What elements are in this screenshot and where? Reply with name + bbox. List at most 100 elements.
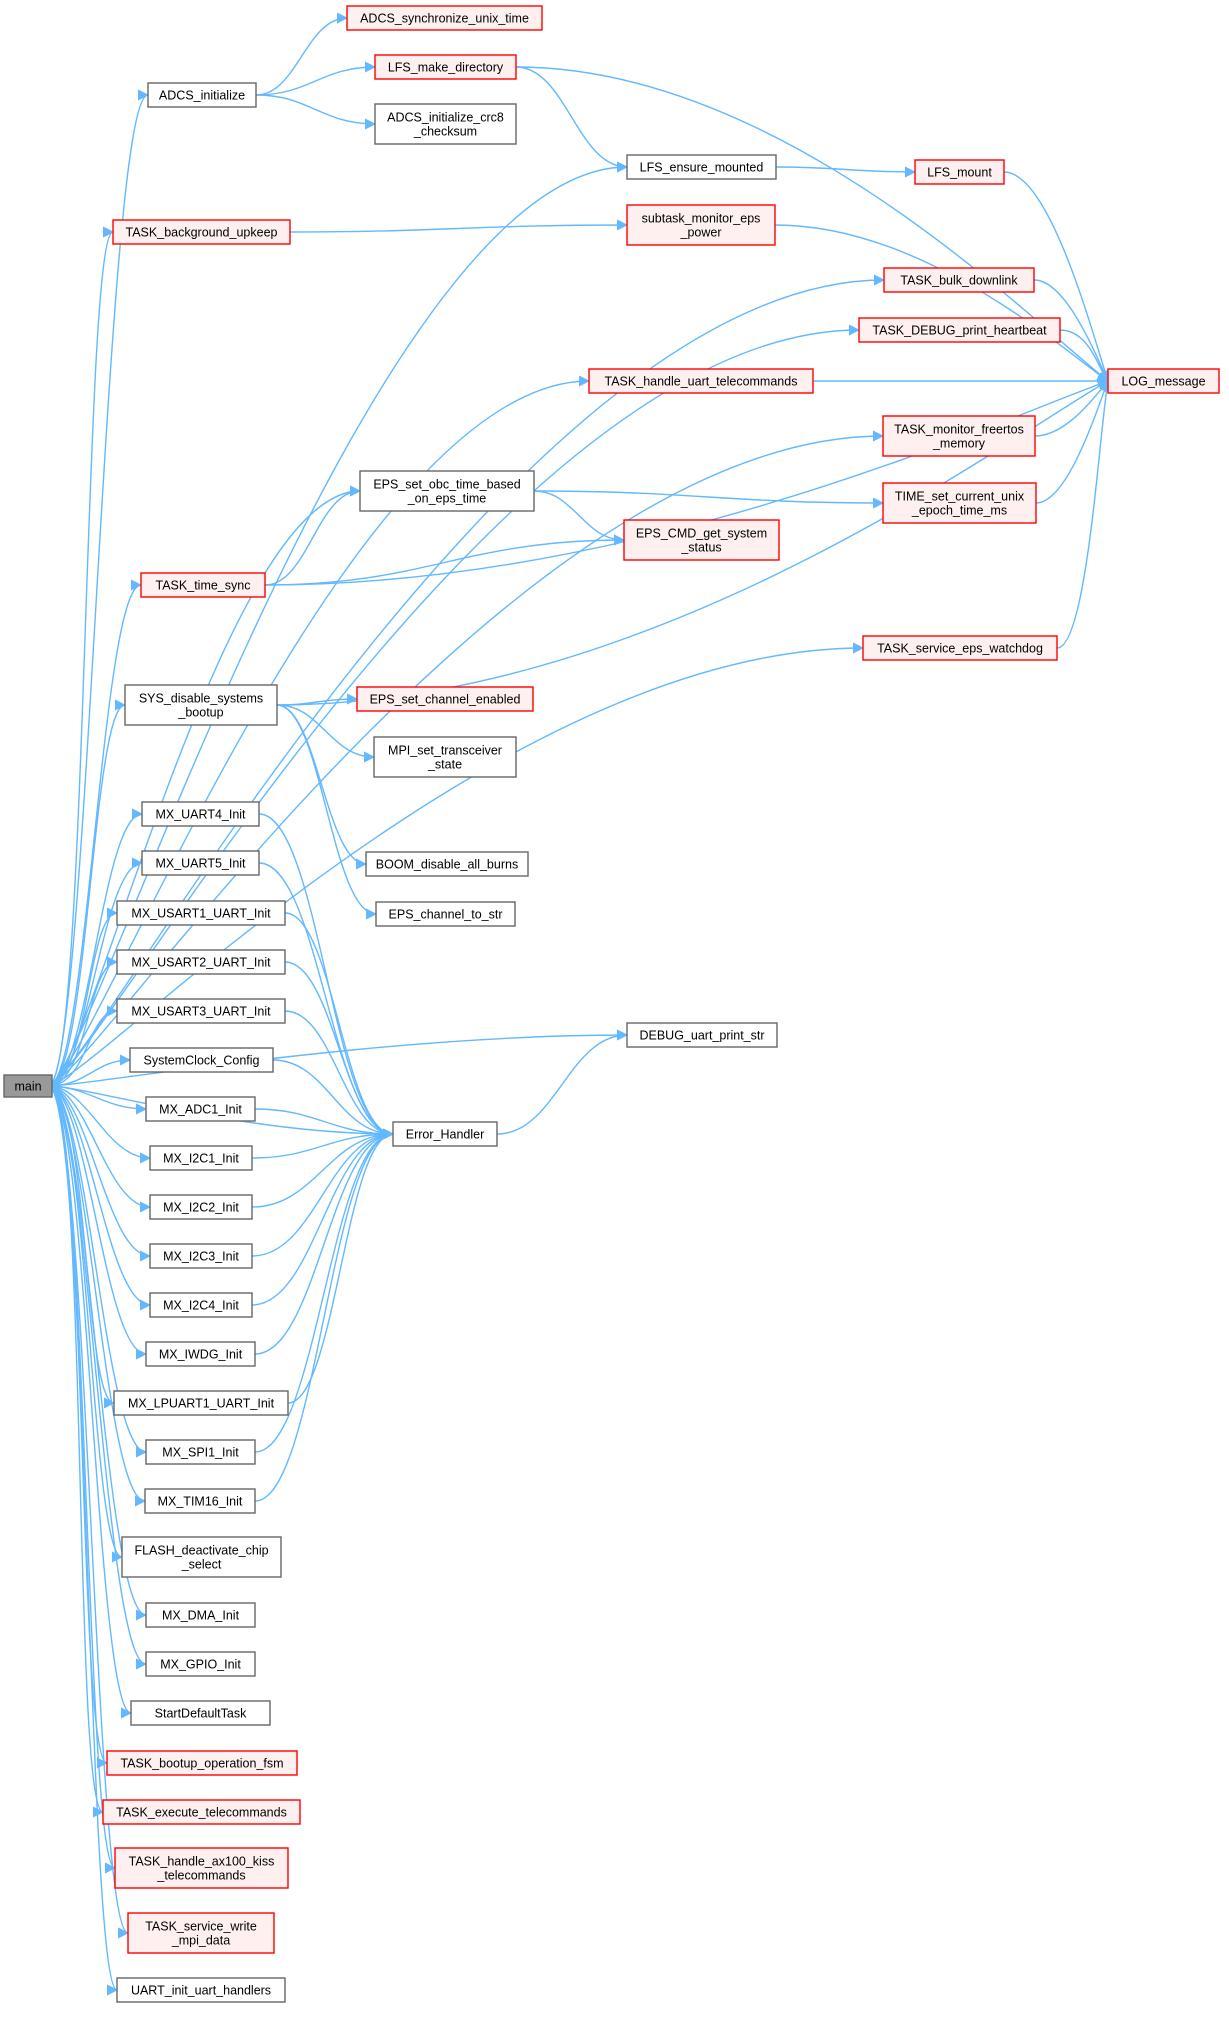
edge-main-to-iwdg <box>47 1085 148 1360</box>
node-main[interactable]: main <box>3 1074 53 1098</box>
node-boom[interactable]: BOOM_disable_all_burns <box>365 851 529 877</box>
node-label-lfs_ensure: LFS_ensure_mounted <box>640 161 764 175</box>
node-box-spi1 <box>145 1439 256 1465</box>
node-sub_eps[interactable]: subtask_monitor_eps_power <box>626 204 776 246</box>
node-label-sub_eps: subtask_monitor_eps <box>642 212 761 226</box>
edge-usart3-to-err <box>284 1010 395 1140</box>
edge-main-to-sys_disable <box>47 699 127 1087</box>
edge-main-to-usart1 <box>47 907 119 1087</box>
node-debug_uart[interactable]: DEBUG_uart_print_str <box>626 1022 778 1048</box>
node-uart_handlers[interactable]: UART_init_uart_handlers <box>116 1977 286 2003</box>
node-adcs_crc8[interactable]: ADCS_initialize_crc8_checksum <box>374 103 517 145</box>
node-sys_disable[interactable]: SYS_disable_systems_bootup <box>124 684 278 726</box>
node-task_eps_wd[interactable]: TASK_service_eps_watchdog <box>862 635 1058 661</box>
node-task_bulk[interactable]: TASK_bulk_downlink <box>883 267 1035 293</box>
node-err[interactable]: Error_Handler <box>392 1121 498 1147</box>
node-task_boot_fsm[interactable]: TASK_bootup_operation_fsm <box>106 1750 298 1776</box>
node-adcs_init[interactable]: ADCS_initialize <box>147 82 257 108</box>
edge-sys_disable-to-eps_chan_str <box>276 704 378 920</box>
edge-sys_disable-to-boom <box>276 704 368 870</box>
node-adcs_sync[interactable]: ADCS_synchronize_unix_time <box>346 5 543 31</box>
node-i2c2[interactable]: MX_I2C2_Init <box>149 1194 253 1220</box>
node-label-task_ax100: _telecommands <box>156 1869 245 1883</box>
node-lfs_ensure[interactable]: LFS_ensure_mounted <box>626 154 777 180</box>
node-box-sys_disable <box>124 684 278 726</box>
edge-eps_set_obc-to-eps_cmd <box>533 490 626 546</box>
node-usart3[interactable]: MX_USART3_UART_Init <box>116 998 286 1024</box>
node-label-usart3: MX_USART3_UART_Init <box>131 1005 271 1019</box>
node-log_msg[interactable]: LOG_message <box>1107 368 1220 394</box>
node-label-uart4: MX_UART4_Init <box>155 808 246 822</box>
node-adc1[interactable]: MX_ADC1_Init <box>145 1096 256 1122</box>
node-label-lfs_mkdir: LFS_make_directory <box>388 61 504 75</box>
node-label-task_mpi: _mpi_data <box>171 1934 230 1948</box>
edge-adcs_init-to-adcs_sync <box>255 12 349 96</box>
node-label-eps_cmd: EPS_CMD_get_system <box>636 527 767 541</box>
node-i2c1[interactable]: MX_I2C1_Init <box>149 1145 253 1171</box>
edge-task_dbg_hb-to-log_msg <box>1059 329 1109 382</box>
node-tim16[interactable]: MX_TIM16_Init <box>144 1488 256 1514</box>
edge-adcs_init-to-adcs_crc8 <box>255 94 377 130</box>
node-label-time_set: _epoch_time_ms <box>911 504 1007 518</box>
node-box-i2c1 <box>149 1145 253 1171</box>
node-label-task_boot_fsm: TASK_bootup_operation_fsm <box>120 1757 283 1771</box>
node-sysclk[interactable]: SystemClock_Config <box>129 1047 274 1073</box>
node-task_bg[interactable]: TASK_background_upkeep <box>112 219 291 245</box>
edge-eps_set_obc-to-time_set <box>533 490 885 509</box>
node-eps_set_obc[interactable]: EPS_set_obc_time_based_on_eps_time <box>359 470 535 512</box>
node-i2c3[interactable]: MX_I2C3_Init <box>149 1243 253 1269</box>
node-label-uart_handlers: UART_init_uart_handlers <box>131 1984 271 1998</box>
edge-main-to-usart2 <box>47 956 119 1087</box>
node-lfs_mount[interactable]: LFS_mount <box>914 159 1005 185</box>
edge-main-to-dma <box>47 1085 148 1621</box>
node-eps_chan_str[interactable]: EPS_channel_to_str <box>375 901 516 927</box>
node-box-adcs_sync <box>346 5 543 31</box>
node-label-flash: FLASH_deactivate_chip <box>134 1544 268 1558</box>
node-label-task_bg: TASK_background_upkeep <box>126 226 278 240</box>
edge-main-to-task_mon_rtos <box>47 430 885 1087</box>
node-box-iwdg <box>145 1341 256 1367</box>
node-task_mon_rtos[interactable]: TASK_monitor_freertos_memory <box>882 415 1036 457</box>
node-task_time[interactable]: TASK_time_sync <box>140 572 266 598</box>
node-uart4[interactable]: MX_UART4_Init <box>141 801 260 827</box>
node-label-sys_disable: SYS_disable_systems <box>139 692 263 706</box>
node-usart1[interactable]: MX_USART1_UART_Init <box>116 900 286 926</box>
node-time_set[interactable]: TIME_set_current_unix_epoch_time_ms <box>882 482 1037 524</box>
node-i2c4[interactable]: MX_I2C4_Init <box>149 1292 253 1318</box>
node-spi1[interactable]: MX_SPI1_Init <box>145 1439 256 1465</box>
node-task_dbg_hb[interactable]: TASK_DEBUG_print_heartbeat <box>858 317 1061 343</box>
edge-main-to-task_bulk <box>47 274 886 1087</box>
node-iwdg[interactable]: MX_IWDG_Init <box>145 1341 256 1367</box>
node-task_uart_tc[interactable]: TASK_handle_uart_telecommands <box>588 368 814 394</box>
node-task_mpi[interactable]: TASK_service_write_mpi_data <box>127 1912 275 1954</box>
node-uart5[interactable]: MX_UART5_Init <box>141 850 260 876</box>
edge-main-to-task_eps_wd <box>47 642 865 1087</box>
node-label-eps_set_obc: EPS_set_obc_time_based <box>373 478 520 492</box>
node-mpi_set[interactable]: MPI_set_transceiver_state <box>373 736 517 778</box>
node-lpuart1[interactable]: MX_LPUART1_UART_Init <box>113 1390 289 1416</box>
edges-layer <box>47 12 1112 1996</box>
edge-task_time-to-eps_set_obc <box>264 485 362 586</box>
edge-main-to-i2c2 <box>47 1085 152 1213</box>
node-box-gpio <box>145 1651 256 1677</box>
node-label-adcs_sync: ADCS_synchronize_unix_time <box>360 12 529 26</box>
node-label-err: Error_Handler <box>406 1128 485 1142</box>
node-dma[interactable]: MX_DMA_Init <box>145 1602 256 1628</box>
node-start_task[interactable]: StartDefaultTask <box>130 1700 271 1726</box>
node-flash[interactable]: FLASH_deactivate_chip_select <box>121 1536 282 1578</box>
node-usart2[interactable]: MX_USART2_UART_Init <box>116 949 286 975</box>
node-lfs_mkdir[interactable]: LFS_make_directory <box>374 54 517 80</box>
node-eps_chan_en[interactable]: EPS_set_channel_enabled <box>356 686 534 712</box>
node-label-lfs_mount: LFS_mount <box>927 166 992 180</box>
edge-task_time-to-eps_cmd <box>264 534 626 586</box>
node-box-usart1 <box>116 900 286 926</box>
node-gpio[interactable]: MX_GPIO_Init <box>145 1651 256 1677</box>
edge-main-to-task_uart_tc <box>47 375 591 1087</box>
edge-main-to-uart5 <box>47 857 144 1087</box>
edge-main-to-tim16 <box>47 1085 147 1507</box>
node-eps_cmd[interactable]: EPS_CMD_get_system_status <box>623 519 780 561</box>
edge-err-to-debug_uart <box>496 1029 629 1135</box>
node-task_exec_tc[interactable]: TASK_execute_telecommands <box>102 1799 301 1825</box>
edge-sys_disable-to-mpi_set <box>276 704 376 763</box>
node-task_ax100[interactable]: TASK_handle_ax100_kiss_telecommands <box>114 1847 289 1889</box>
